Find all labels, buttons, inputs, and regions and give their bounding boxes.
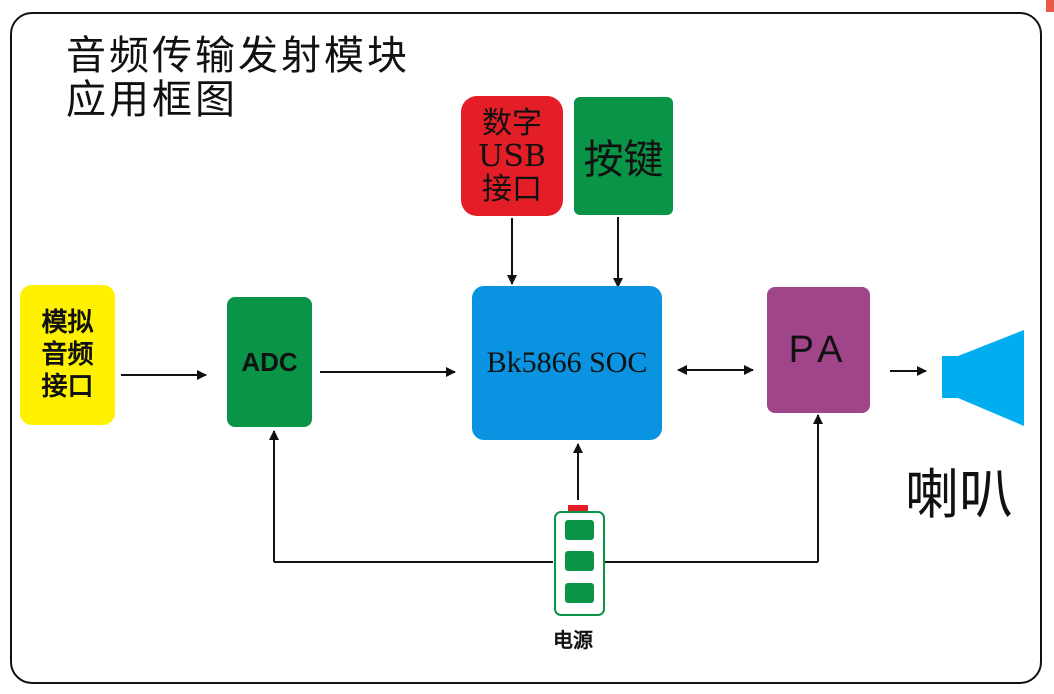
usb-interface-block: 数字 USB 接口: [461, 96, 563, 216]
adc-block: ADC: [227, 297, 312, 427]
corner-mark: [1046, 0, 1054, 12]
usb-label-1: 数字: [481, 105, 542, 141]
diagram-title: 音频传输发射模块 应用框图: [66, 34, 410, 122]
diagram-frame: [10, 12, 1042, 684]
pa-block: PA: [767, 287, 870, 413]
analog-label-1: 模拟: [41, 308, 94, 338]
usb-label-3: 接口: [481, 171, 542, 207]
power-label: 电源: [553, 628, 593, 652]
adc-label: ADC: [241, 346, 298, 377]
soc-block: Bk5866 SOC: [472, 286, 662, 440]
title-line-1: 音频传输发射模块: [66, 33, 410, 79]
analog-label-3: 接口: [41, 372, 94, 402]
title-line-2: 应用框图: [66, 77, 238, 123]
speaker-icon: [942, 330, 1024, 426]
analog-audio-interface-block: 模拟 音频 接口: [20, 285, 115, 425]
keys-label: 按键: [583, 137, 664, 183]
soc-label: Bk5866 SOC: [486, 346, 648, 379]
keys-block: 按键: [574, 97, 673, 215]
usb-label-2: USB: [478, 138, 546, 174]
pa-label: PA: [788, 328, 849, 371]
speaker-label: 喇叭: [905, 463, 1013, 526]
analog-label-2: 音频: [41, 340, 94, 370]
battery-icon: [554, 505, 605, 616]
